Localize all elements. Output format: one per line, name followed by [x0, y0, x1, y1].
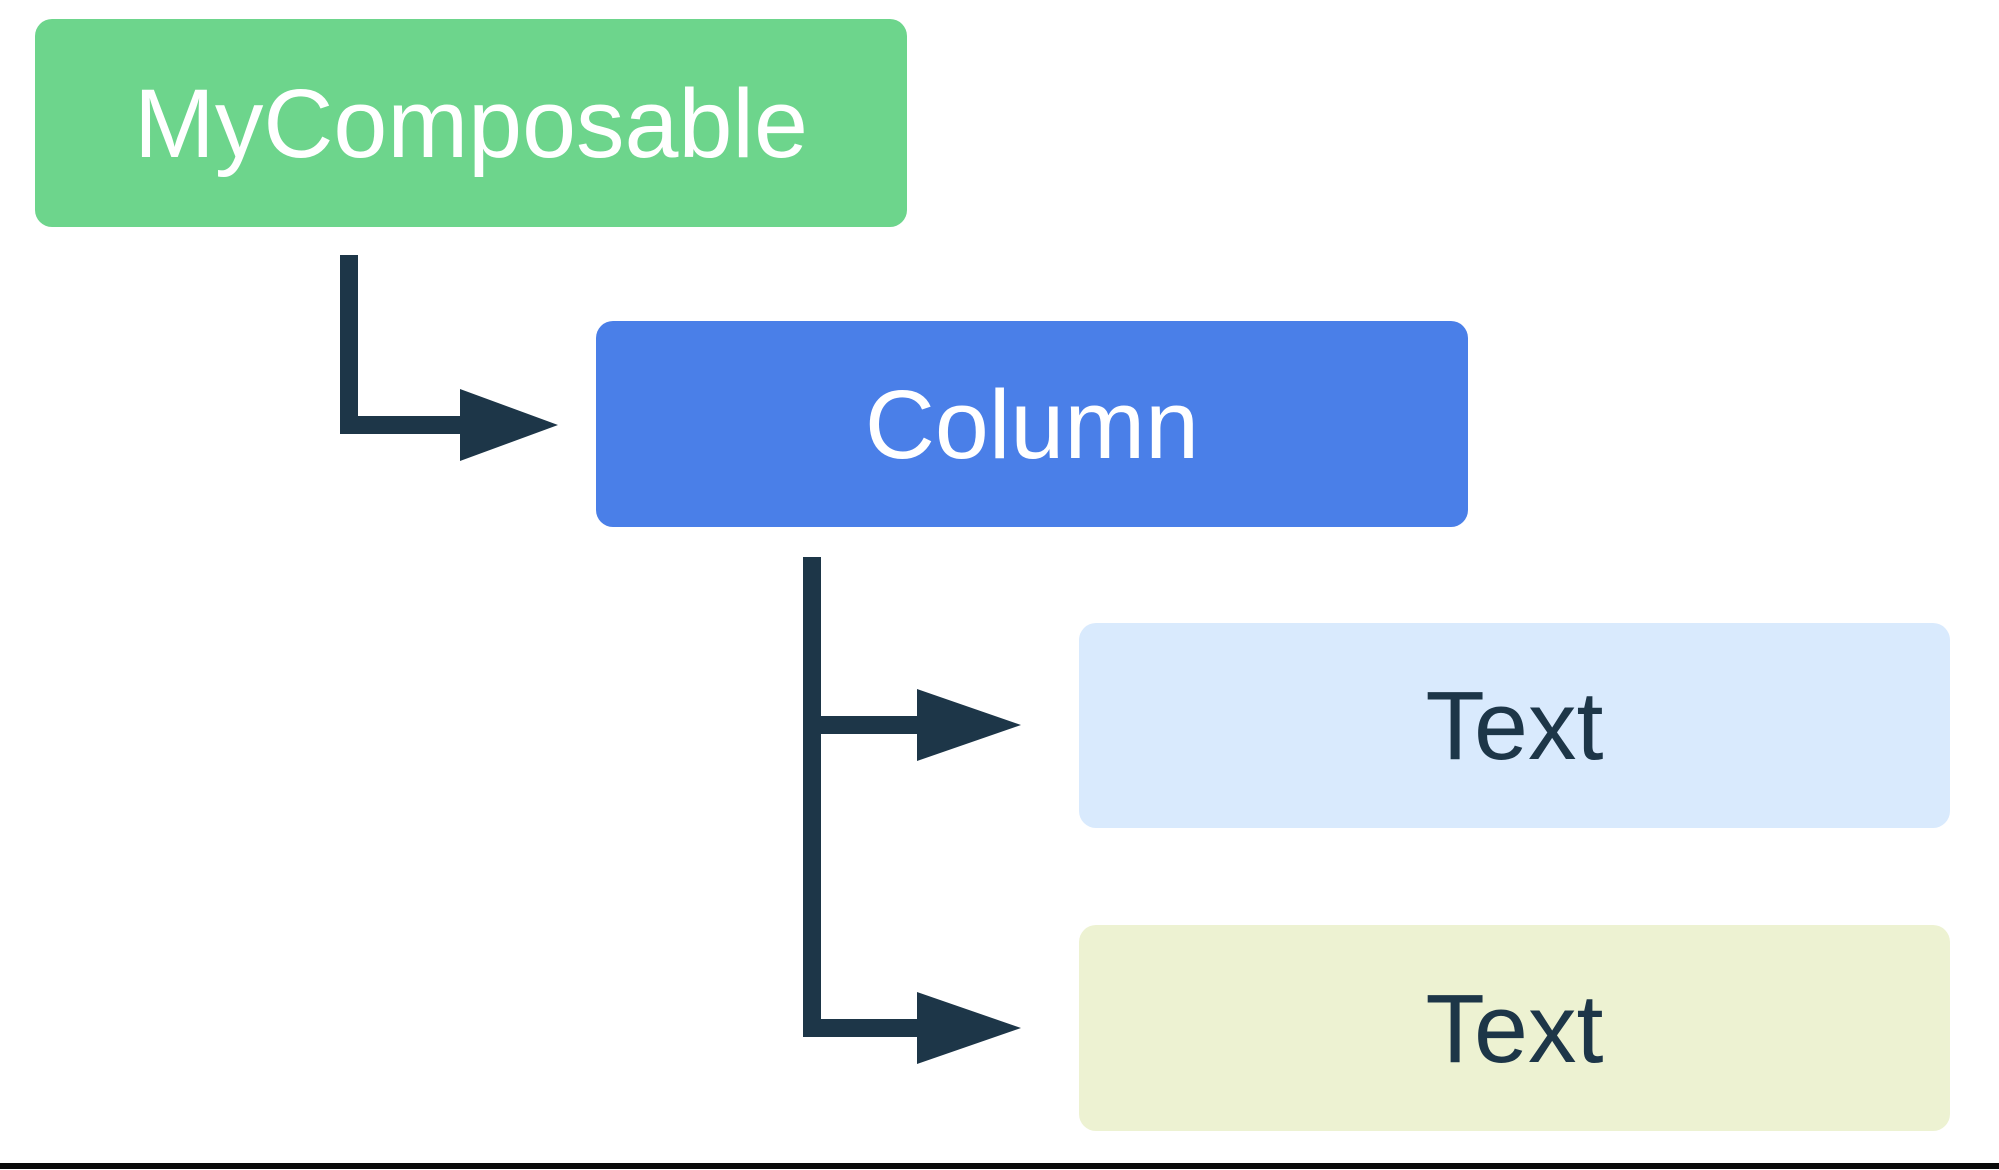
node-text-first: Text	[1079, 623, 1950, 828]
node-column-label: Column	[864, 369, 1200, 479]
node-text-second-label: Text	[1425, 973, 1604, 1083]
edge-mycomposable-to-column	[340, 255, 460, 434]
node-mycomposable: MyComposable	[35, 19, 907, 227]
node-text-second: Text	[1079, 925, 1950, 1131]
arrow-head-icon	[917, 992, 1021, 1064]
arrow-head-icon	[460, 389, 558, 461]
node-column: Column	[596, 321, 1468, 527]
edge-column-trunk	[803, 557, 917, 1037]
bottom-rule	[0, 1163, 1999, 1169]
node-text-first-label: Text	[1425, 671, 1604, 780]
node-mycomposable-label: MyComposable	[134, 68, 808, 178]
arrow-head-icon	[917, 689, 1021, 761]
